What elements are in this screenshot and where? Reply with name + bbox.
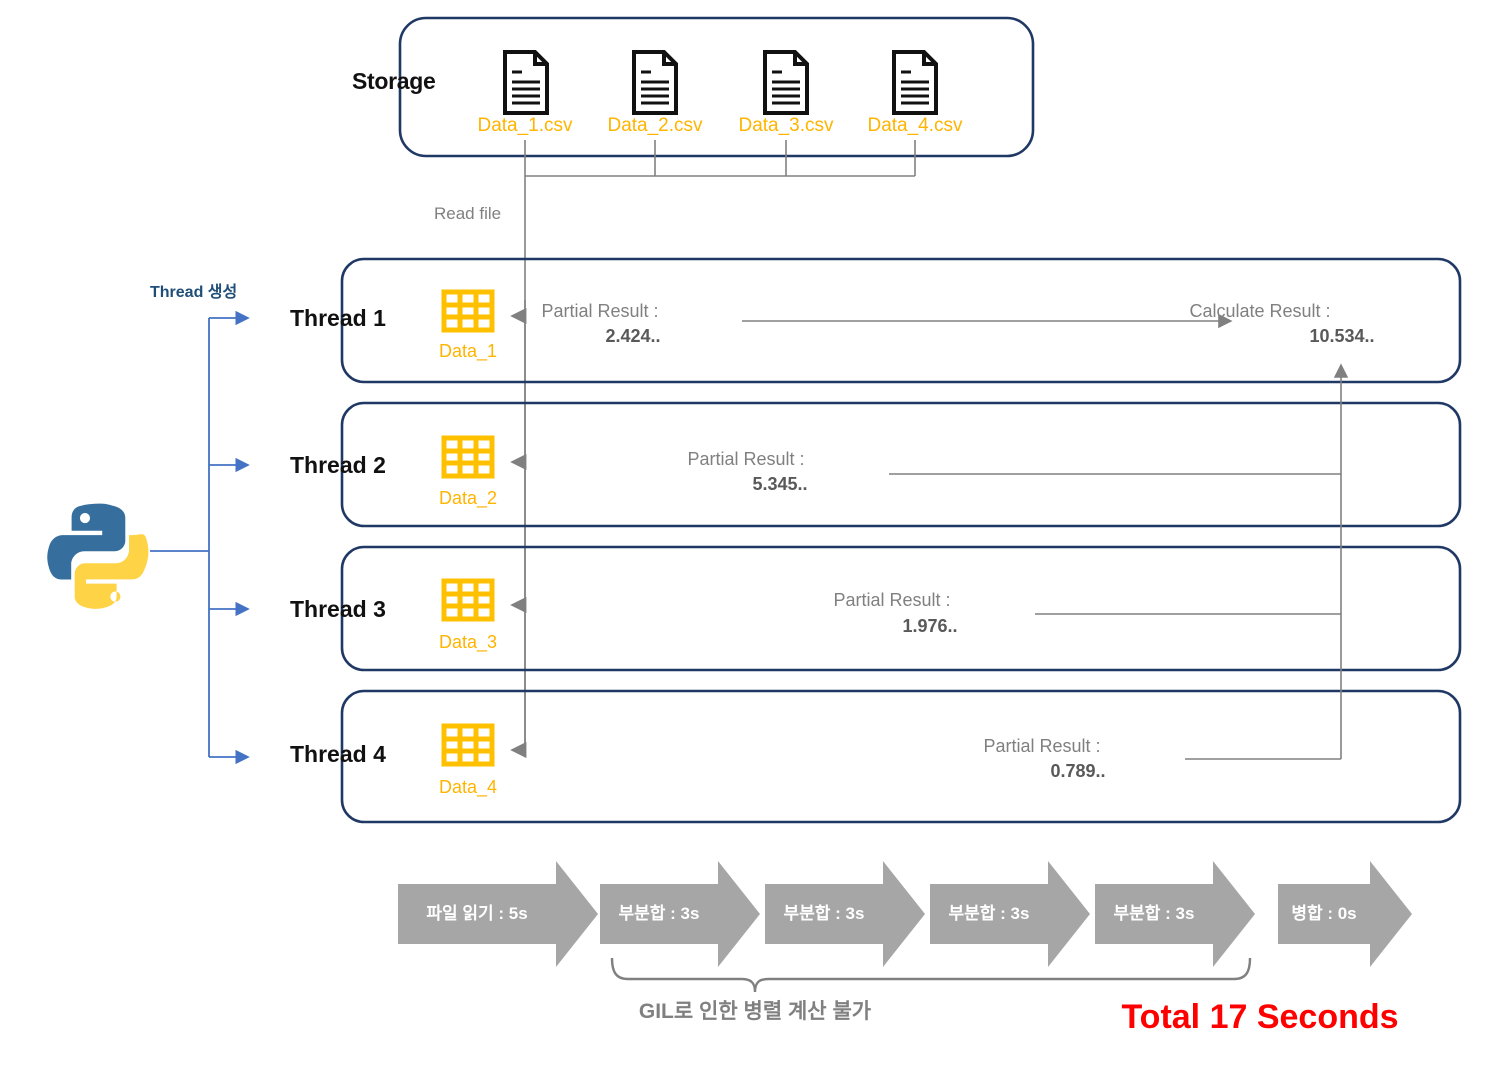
partial-result-value-3: 1.976.. bbox=[902, 616, 958, 636]
read-file-label: Read file bbox=[434, 204, 502, 223]
document-icon-4 bbox=[892, 50, 938, 115]
timeline-arrow-3 bbox=[765, 861, 925, 967]
read-file-connector bbox=[524, 140, 916, 300]
partial-result-label-3: Partial Result : bbox=[833, 590, 951, 610]
thread-create-connector bbox=[150, 310, 250, 765]
timeline-label-5: 부분합 : 3s bbox=[1113, 904, 1195, 923]
partial-result-value-4: 0.789.. bbox=[1050, 761, 1106, 781]
timeline-label-6: 병합 : 0s bbox=[1291, 904, 1357, 923]
table-icon-3 bbox=[441, 578, 495, 622]
timeline-arrow-1 bbox=[398, 861, 598, 967]
timeline-label-1: 파일 읽기 : 5s bbox=[426, 904, 528, 923]
thread-box-4 bbox=[340, 689, 1462, 824]
timeline-label-4: 부분합 : 3s bbox=[948, 904, 1030, 923]
calculate-result-value: 10.534.. bbox=[1309, 326, 1375, 346]
timeline-arrow-2 bbox=[600, 861, 760, 967]
thread-title-2: Thread 2 bbox=[290, 452, 386, 478]
csv-file-label-1: Data_1.csv bbox=[477, 115, 573, 136]
document-icon-1 bbox=[503, 50, 549, 115]
data-label-2: Data_2 bbox=[438, 488, 498, 508]
table-icon-2 bbox=[441, 435, 495, 479]
partial-result-label-1: Partial Result : bbox=[541, 301, 659, 321]
thread-title-4: Thread 4 bbox=[290, 741, 386, 767]
timeline-label-2: 부분합 : 3s bbox=[618, 904, 700, 923]
csv-file-label-4: Data_4.csv bbox=[867, 115, 963, 136]
gil-note: GIL로 인한 병렬 계산 불가 bbox=[638, 1000, 872, 1023]
timeline-arrow-band bbox=[398, 861, 1412, 967]
thread-box-1 bbox=[340, 257, 1462, 384]
timeline-arrow-5 bbox=[1095, 861, 1255, 967]
gil-brace bbox=[610, 957, 1252, 993]
csv-file-label-3: Data_3.csv bbox=[738, 115, 834, 136]
document-icon-2 bbox=[632, 50, 678, 115]
partial-result-label-2: Partial Result : bbox=[687, 449, 805, 469]
document-icon-3 bbox=[763, 50, 809, 115]
data-label-4: Data_4 bbox=[438, 777, 498, 797]
partial-result-connectors bbox=[742, 313, 1349, 760]
storage-box bbox=[398, 16, 1035, 158]
timeline-arrow-4 bbox=[930, 861, 1090, 967]
timeline-arrow-6 bbox=[1278, 861, 1412, 967]
python-logo bbox=[47, 503, 149, 609]
calculate-result-label: Calculate Result : bbox=[1189, 301, 1331, 321]
thread-create-label: Thread 생성 bbox=[150, 284, 238, 301]
timeline-label-3: 부분합 : 3s bbox=[783, 904, 865, 923]
storage-title: Storage bbox=[352, 68, 436, 94]
table-icon-4 bbox=[441, 723, 495, 767]
csv-file-label-2: Data_2.csv bbox=[607, 115, 703, 136]
data-label-3: Data_3 bbox=[438, 632, 498, 652]
total-seconds-note: Total 17 Seconds bbox=[1121, 998, 1399, 1036]
data-label-1: Data_1 bbox=[438, 341, 498, 361]
table-icon-1 bbox=[441, 289, 495, 333]
partial-result-value-2: 5.345.. bbox=[752, 474, 808, 494]
thread-box-2 bbox=[340, 401, 1462, 528]
thread-title-3: Thread 3 bbox=[290, 596, 386, 622]
thread-title-1: Thread 1 bbox=[290, 305, 386, 331]
partial-result-value-1: 2.424.. bbox=[605, 326, 661, 346]
partial-result-label-4: Partial Result : bbox=[983, 736, 1101, 756]
thread-box-3 bbox=[340, 545, 1462, 672]
